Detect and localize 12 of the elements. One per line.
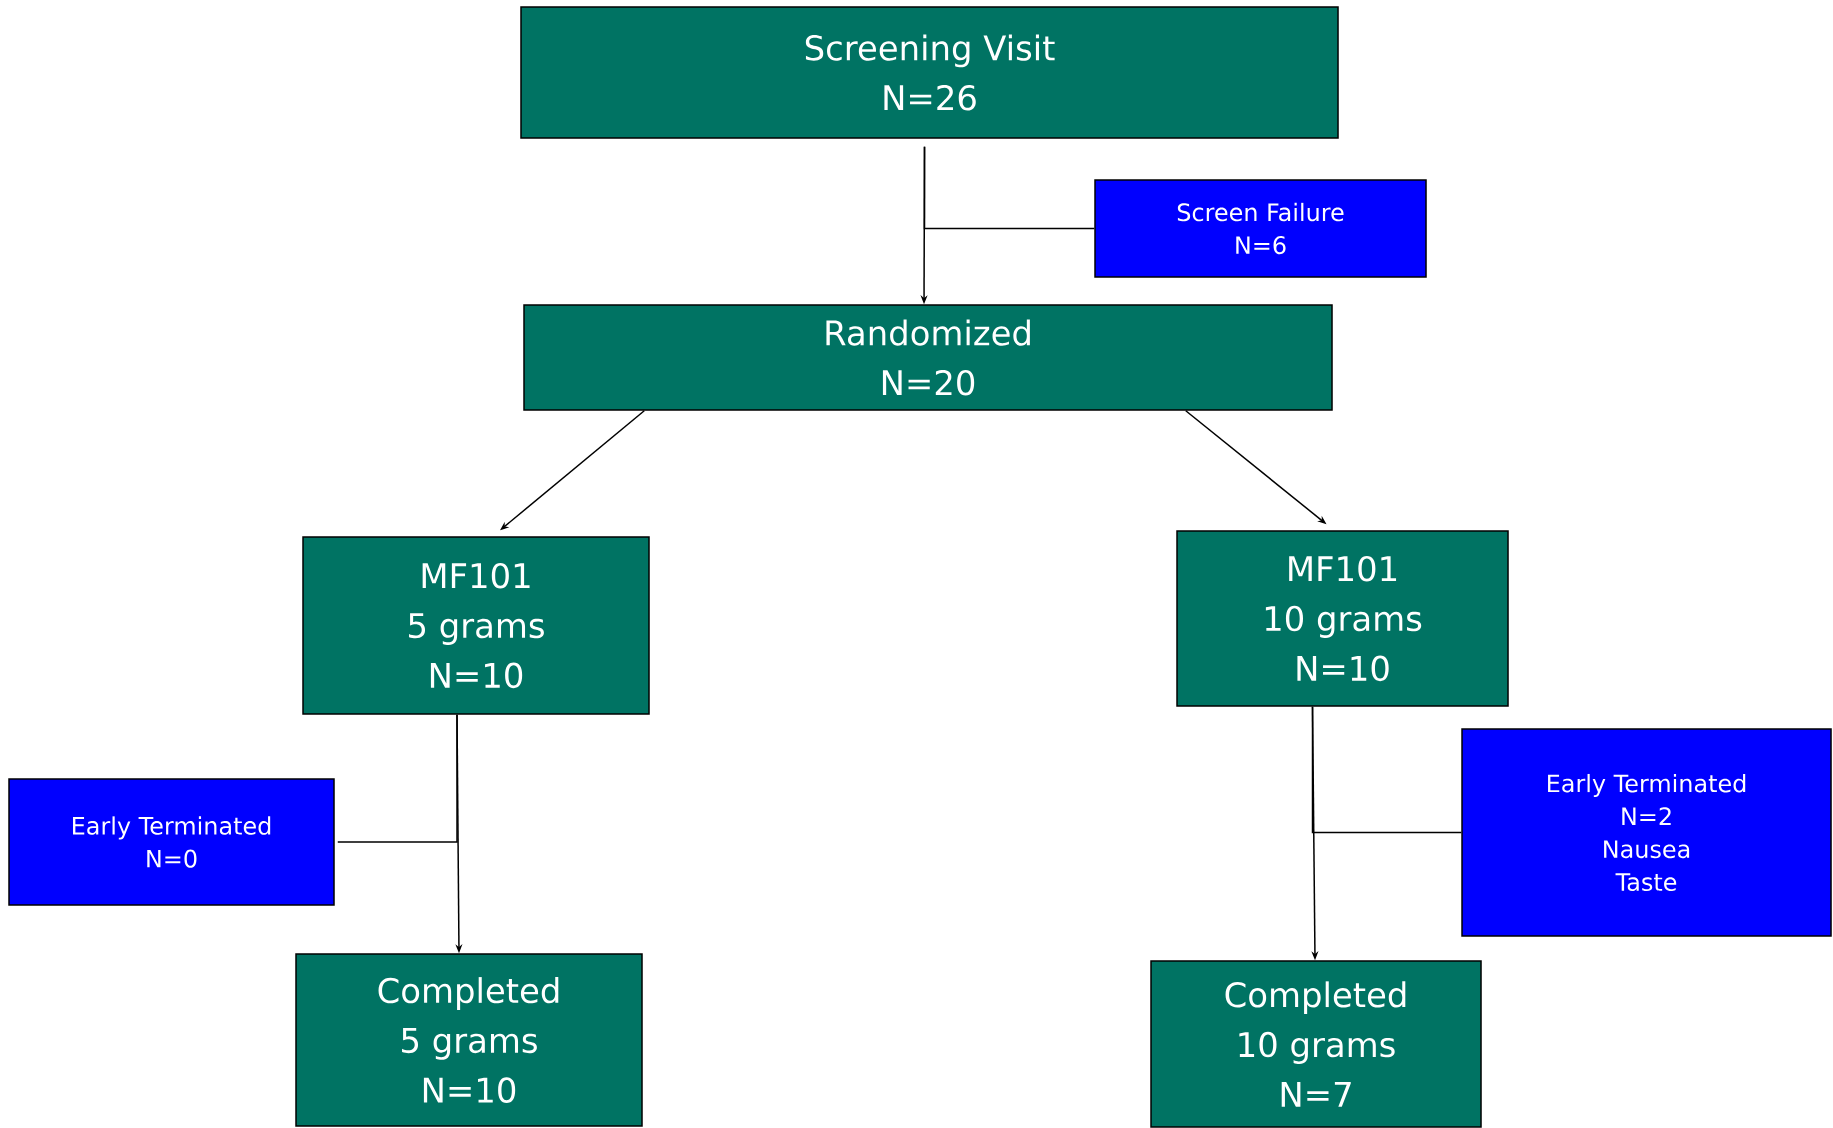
flow-box: MF101 10 grams N=10 [1176, 530, 1509, 707]
flow-box: Randomized N=20 [523, 304, 1333, 411]
connector-line [337, 714, 458, 843]
connector-line [1311, 706, 1462, 834]
flow-box: Screening Visit N=26 [520, 6, 1339, 139]
exclusion-box: Screen Failure N=6 [1094, 179, 1427, 278]
flow-box: MF101 5 grams N=10 [302, 536, 650, 715]
flow-box: Completed 5 grams N=10 [295, 953, 643, 1127]
exclusion-box: Early Terminated N=0 [8, 778, 335, 906]
flow-box: Completed 10 grams N=7 [1150, 960, 1482, 1128]
connector-line [923, 146, 1095, 230]
exclusion-box: Early Terminated N=2 Nausea Taste [1461, 728, 1832, 937]
